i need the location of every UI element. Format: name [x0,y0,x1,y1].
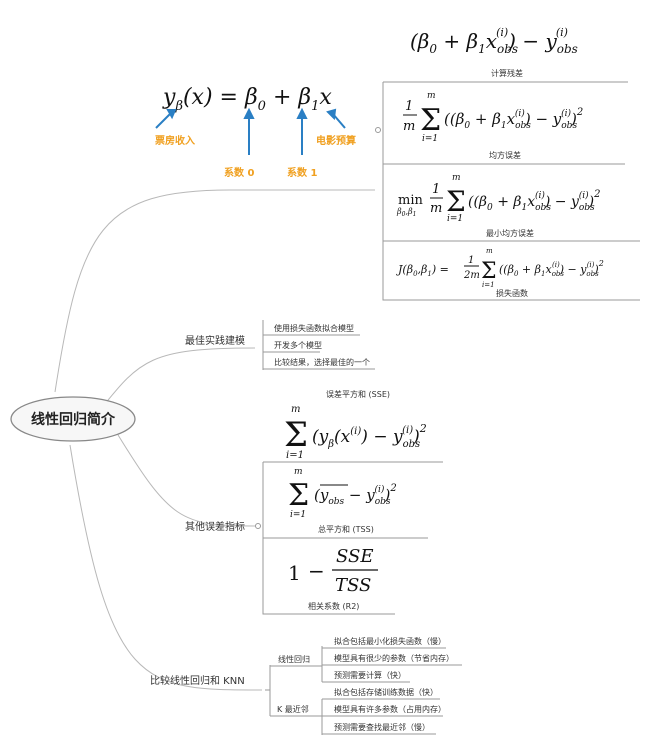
svg-text:yβ(x) = β0 + β1x: yβ(x) = β0 + β1x [162,85,332,114]
svg-text:((β0 + β1xobs(i)) − yobs(i))2: ((β0 + β1xobs(i)) − yobs(i))2 [468,189,600,213]
svg-text:1: 1 [432,182,440,197]
compare-box [265,646,462,735]
svg-text:1: 1 [405,99,413,114]
svg-text:Σ: Σ [446,185,466,218]
best-practice-item-2: 比较结果，选择最佳的一个 [274,357,370,367]
linear-item-2: 预测需要计算（快） [334,670,406,680]
caption-tss: 总平方和 (TSS) [318,524,374,534]
annotation-coef1: 系数 1 [287,166,317,179]
caption-loss-function: 损失函数 [496,288,528,298]
svg-text:SSE: SSE [336,546,374,567]
svg-text:(yobs − yobs(i))2: (yobs − yobs(i))2 [314,483,397,507]
sse-formula: Σ m i=1 (yβ(x(i)) − yobs(i))2 [284,404,427,461]
tss-formula: Σ m i=1 (yobs − yobs(i))2 [288,467,397,520]
annotation-coef0: 系数 0 [224,166,254,179]
residual-formula: (β0 + β1xobs(i)) − yobs(i) [410,26,578,56]
svg-text:1: 1 [468,255,474,266]
svg-text:(β0 + β1xobs(i)) − yobs(i): (β0 + β1xobs(i)) − yobs(i) [410,26,578,56]
caption-residual: 计算残差 [491,68,523,78]
connectors [54,189,375,691]
min-mse-formula: min β0,β1 1 m Σ m i=1 ((β0 + β1xobs(i)) … [396,173,600,224]
other-metrics-label[interactable]: 其他误差指标 [185,520,245,533]
compare-label[interactable]: 比较线性回归和 KNN [150,674,245,687]
loss-branch-box [375,81,640,301]
caption-min-mse: 最小均方误差 [486,228,534,238]
svg-text:β0,β1: β0,β1 [396,207,416,218]
compare-group-knn: K 最近邻 [277,704,309,714]
svg-text:m: m [294,467,303,477]
svg-text:J(β0,β1) =: J(β0,β1) = [396,263,449,278]
svg-text:((β0 + β1xobs(i)) − yobs(i))2: ((β0 + β1xobs(i)) − yobs(i))2 [499,259,604,278]
svg-text:Σ: Σ [284,415,308,455]
caption-r2: 相关系数 (R2) [308,601,359,611]
knn-item-2: 预测需要查找最近邻（慢） [334,722,430,732]
caption-mse: 均方误差 [489,150,521,160]
mse-formula: 1 m Σ m i=1 ((β0 + β1xobs(i)) − yobs(i))… [403,91,583,144]
knn-item-0: 拟合包括存储训练数据（快） [334,687,438,697]
other-metrics-box [255,461,443,615]
root-node[interactable]: 线性回归简介 [10,396,136,442]
svg-text:Σ: Σ [288,478,309,513]
svg-text:i=1: i=1 [447,214,463,224]
svg-text:i=1: i=1 [482,281,495,289]
svg-text:Σ: Σ [420,103,441,138]
svg-text:i=1: i=1 [422,134,438,144]
loss-function-formula: J(β0,β1) = 1 2m Σ m i=1 ((β0 + β1xobs(i)… [396,247,604,289]
svg-text:Σ: Σ [481,259,497,284]
caption-sse: 误差平方和 (SSE) [326,389,390,399]
svg-text:i=1: i=1 [290,510,306,520]
best-practice-item-0: 使用损失函数拟合模型 [274,323,354,333]
best-practice-item-1: 开发多个模型 [274,340,322,350]
svg-text:m: m [486,247,493,255]
svg-text:((β0 + β1xobs(i)) − yobs(i))2: ((β0 + β1xobs(i)) − yobs(i))2 [444,107,583,131]
svg-text:2m: 2m [463,270,480,281]
svg-text:m: m [452,173,461,183]
compare-group-linear: 线性回归 [278,654,310,664]
model-formula: yβ(x) = β0 + β1x [162,85,332,114]
best-practice-label[interactable]: 最佳实践建模 [185,334,245,347]
knn-item-1: 模型具有许多参数（占用内存） [334,704,446,714]
svg-text:−: − [308,559,325,583]
svg-text:1: 1 [288,561,301,585]
svg-text:min: min [398,193,423,208]
annotation-arrows [155,107,346,155]
svg-text:TSS: TSS [335,575,371,596]
svg-text:i=1: i=1 [286,450,304,461]
svg-text:m: m [403,119,415,134]
svg-text:(yβ(x(i)) − yobs(i))2: (yβ(x(i)) − yobs(i))2 [312,422,427,450]
svg-text:m: m [427,91,436,101]
root-title: 线性回归简介 [31,411,116,428]
svg-text:m: m [291,404,300,415]
best-practice-box [262,320,375,370]
svg-text:m: m [430,201,442,216]
annotation-box-office: 票房收入 [155,134,195,147]
r2-formula: 1 − SSE TSS [288,546,378,596]
annotation-budget: 电影预算 [316,134,356,147]
linear-item-1: 模型具有很少的参数（节省内存） [334,653,454,663]
linear-item-0: 拟合包括最小化损失函数（慢） [334,636,446,646]
